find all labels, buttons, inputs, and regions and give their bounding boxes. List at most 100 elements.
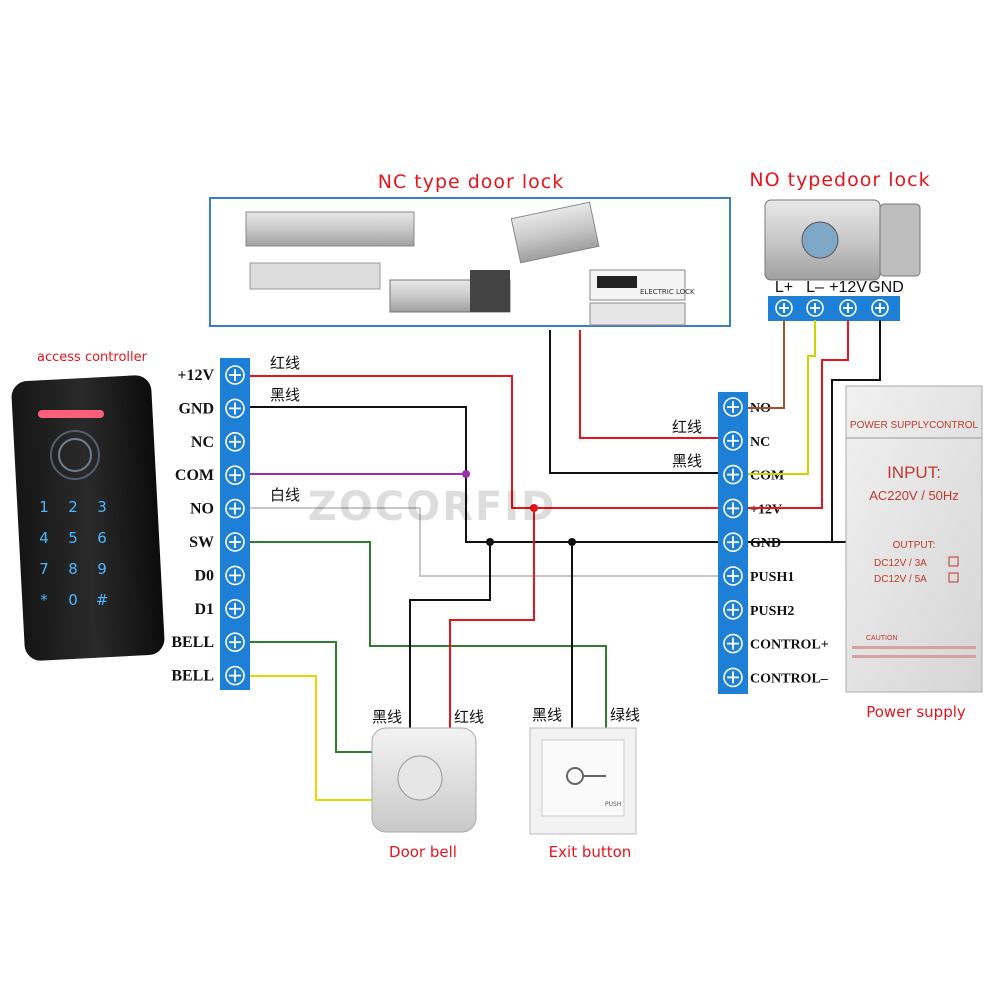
drop-bolt-lock <box>510 201 600 264</box>
wire-label: 红线 <box>454 708 484 726</box>
terminal-screw-icon <box>225 632 245 653</box>
rfid-reader-icon <box>58 438 92 472</box>
terminal-screw-icon <box>723 430 743 451</box>
magnetic-lock <box>245 211 415 247</box>
terminal-screw-icon <box>225 398 245 419</box>
wire-label: 红线 <box>270 354 300 372</box>
door-bell-caption: Door bell <box>389 843 457 861</box>
lock-cylinder-icon <box>801 221 839 259</box>
terminal-screw-icon <box>225 498 245 519</box>
terminal-screw-icon <box>723 532 743 553</box>
controller-terminal-label: BELL <box>171 668 214 685</box>
exit-button-label: PUSH <box>605 801 621 808</box>
exit-button-caption: Exit button <box>549 843 632 861</box>
no-lock-terminal-label: L+ <box>775 279 793 296</box>
controller-terminal-label: D1 <box>194 601 214 618</box>
white-wire-no <box>250 507 718 577</box>
speaker-grille-icon <box>397 755 443 801</box>
wire-label: 黑线 <box>672 452 702 470</box>
electric-lock-terminal-strip <box>597 276 637 288</box>
psu-caution: CAUTION <box>866 635 898 642</box>
power-terminal-label: NC <box>750 435 770 450</box>
electric-lock-body <box>589 302 686 326</box>
controller-terminal-label: +12V <box>177 367 214 384</box>
terminal-screw-icon <box>225 431 245 452</box>
terminal-screw-icon <box>723 464 743 485</box>
psu-checkbox <box>948 556 959 567</box>
keypad-key: 3 <box>97 498 107 516</box>
psu-header: POWER SUPPLYCONTROL <box>850 420 979 431</box>
power-terminal-label: PUSH1 <box>750 570 794 585</box>
nc-lock-panel: ELECTRIC LOCK <box>209 197 731 327</box>
psu-input-label: INPUT: <box>887 463 941 482</box>
wire-label: 白线 <box>270 486 300 504</box>
psu-output-label: OUTPUT: <box>893 540 936 551</box>
terminal-screw-icon <box>225 598 245 619</box>
terminal-screw-icon <box>225 465 245 486</box>
terminal-screw-icon <box>723 599 743 620</box>
access-controller-title: access controller <box>37 350 148 365</box>
green-wire-sw <box>250 541 607 730</box>
terminal-screw-icon <box>723 498 743 519</box>
exit-button-device <box>529 727 637 835</box>
keypad-key: * <box>40 591 48 609</box>
power-terminal-label: CONTROL– <box>750 671 829 686</box>
controller-terminal-label: D0 <box>194 567 214 584</box>
no-lock-device <box>764 199 921 281</box>
black-wire-doorbell <box>409 542 491 730</box>
terminal-screw-icon <box>775 299 793 317</box>
controller-terminal-label: NO <box>190 501 214 518</box>
wire-label: 绿线 <box>610 706 640 724</box>
power-terminal-label: COM <box>750 469 784 484</box>
terminal-screw-icon <box>839 299 857 317</box>
rfid-wave-icon <box>50 430 100 480</box>
terminal-screw-icon <box>225 665 245 686</box>
junction-dot <box>530 504 538 512</box>
watermark: ZOCORFID <box>308 484 557 530</box>
psu-output-1: DC12V / 3A <box>874 558 927 569</box>
power-supply-caption: Power supply <box>866 703 966 721</box>
keypad-key: 5 <box>68 529 78 547</box>
yellow-wire-bell <box>250 675 380 801</box>
red-wire-doorbell <box>449 508 535 730</box>
controller-terminal-label: NC <box>191 434 214 451</box>
nc-lock-title: NC type door lock <box>378 171 565 193</box>
power-terminal-label: PUSH2 <box>750 604 794 619</box>
terminal-screw-icon <box>225 365 245 385</box>
no-lock-terminal-label: L– <box>806 279 824 296</box>
power-supply-box <box>845 385 983 693</box>
terminal-screw-icon <box>806 299 824 317</box>
keypad-key: 0 <box>68 591 78 609</box>
junction-dot <box>568 538 576 546</box>
psu-checkbox <box>948 572 959 583</box>
power-terminal-label: CONTROL+ <box>750 638 829 653</box>
controller-terminal-label: COM <box>175 467 214 484</box>
keypad-key: 6 <box>97 529 107 547</box>
black-wire-nc-lock <box>549 330 718 474</box>
wire-label: 红线 <box>672 418 702 436</box>
red-wire-12v <box>250 375 718 509</box>
terminal-screw-icon <box>225 532 245 552</box>
no-lock-terminal-label: GND <box>868 279 904 296</box>
junction-dot <box>486 538 494 546</box>
terminal-screw-icon <box>723 667 743 688</box>
keypad-key: 9 <box>97 560 107 578</box>
keypad-key: 2 <box>68 498 78 516</box>
wire-label: 黑线 <box>372 708 402 726</box>
controller-terminal-label: SW <box>189 534 214 551</box>
keypad-key: 7 <box>39 560 49 578</box>
keypad-key: 4 <box>39 529 49 547</box>
door-bell-device <box>371 727 477 833</box>
terminal-screw-icon <box>723 633 743 654</box>
wires <box>250 320 881 801</box>
brown-wire-l-plus <box>748 320 785 409</box>
keypad-key: 1 <box>39 498 49 516</box>
green-wire-bell <box>250 641 380 753</box>
bolt-lock-cap <box>470 270 510 312</box>
controller-terminal-label: BELL <box>171 634 214 651</box>
controller-terminal-label: GND <box>178 400 214 417</box>
wire-label: 黑线 <box>532 706 562 724</box>
psu-caution-line <box>852 646 976 649</box>
